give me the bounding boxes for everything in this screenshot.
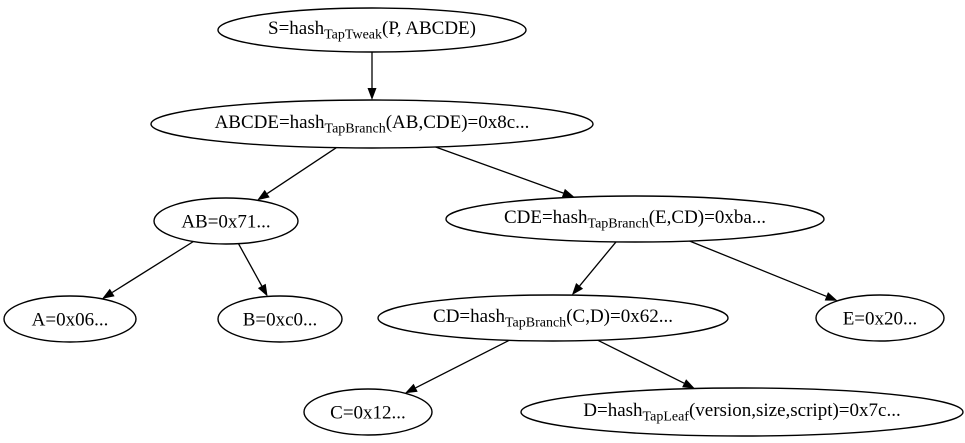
edge-CD-C xyxy=(415,339,510,389)
node-A-label: A=0x06... xyxy=(32,310,109,331)
node-D-label: D=hashTapLeaf(version,size,script)=0x7c.… xyxy=(583,400,900,425)
arrowhead-AB-B xyxy=(257,283,268,297)
edge-AB-A xyxy=(111,240,194,294)
node-S-label: S=hashTapTweak(P, ABCDE) xyxy=(268,18,476,43)
node-B-ellipse xyxy=(217,295,343,343)
arrowhead-AB-A xyxy=(102,288,115,299)
node-C-ellipse xyxy=(303,388,433,436)
node-ABCDE-ellipse xyxy=(150,99,594,149)
node-AB-ellipse xyxy=(153,197,299,245)
node-CD-label: CD=hashTapBranch(C,D)=0x62... xyxy=(433,306,673,331)
arrowhead-CD-D xyxy=(682,379,695,389)
node-ABCDE-label: ABCDE=hashTapBranch(AB,CDE)=0x8c... xyxy=(215,112,530,137)
node-CD-ellipse xyxy=(377,294,729,342)
arrowhead-ABCDE-AB xyxy=(257,189,270,201)
node-S-ellipse xyxy=(217,7,527,53)
node-B-label: B=0xc0... xyxy=(243,310,318,331)
edge-CD-D xyxy=(597,339,685,384)
arrowhead-ABCDE-CDE xyxy=(561,188,575,198)
node-E-label: E=0x20... xyxy=(843,309,918,330)
edge-AB-B xyxy=(237,243,263,287)
node-AB-label: AB=0x71... xyxy=(181,212,270,233)
node-A-ellipse xyxy=(3,295,137,343)
arrowhead-CD-C xyxy=(405,383,418,394)
node-D-ellipse xyxy=(520,387,964,437)
node-CDE-label: CDE=hashTapBranch(E,CD)=0xba... xyxy=(504,207,766,232)
node-CDE-ellipse xyxy=(445,195,825,243)
edge-CDE-CD xyxy=(579,241,617,287)
arrowhead-CDE-E xyxy=(824,292,838,301)
edge-ABCDE-AB xyxy=(266,147,337,195)
edge-CDE-E xyxy=(689,240,827,297)
arrowhead-CDE-CD xyxy=(571,283,584,296)
arrowhead-S-ABCDE xyxy=(367,88,377,100)
edge-ABCDE-CDE xyxy=(435,146,564,194)
node-C-label: C=0x12... xyxy=(330,403,406,424)
node-E-ellipse xyxy=(815,294,945,342)
